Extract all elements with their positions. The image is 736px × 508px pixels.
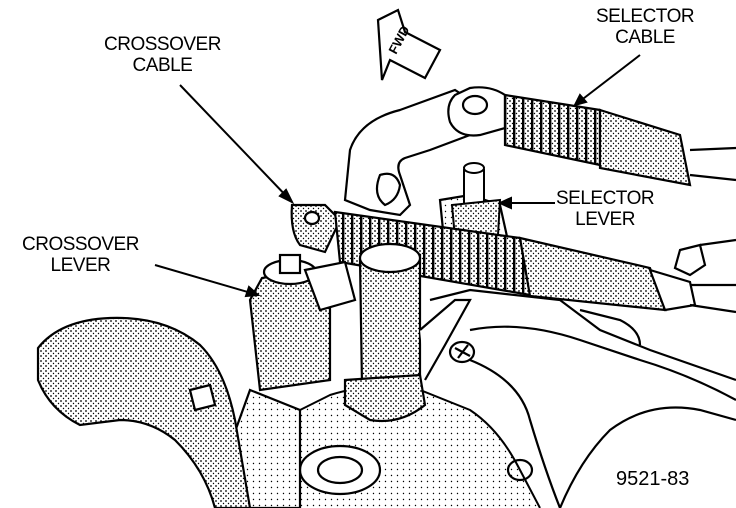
crossover-cable-label-line2: CABLE	[132, 55, 193, 76]
crossover-lever-label-line2: LEVER	[50, 255, 111, 276]
leader-lines	[154, 54, 641, 298]
transmission-housing	[286, 238, 736, 508]
leader-crossover-lever	[154, 264, 259, 296]
shift-shaft	[343, 242, 472, 423]
selector-lever-label-line1: SELECTOR	[556, 188, 655, 209]
crossover-cable-label-line1: CROSSOVER	[104, 34, 221, 55]
fwd-arrow	[376, 8, 442, 81]
selector-cable-label: SELECTOR CABLE	[596, 6, 695, 48]
crossover-lever-label-line1: CROSSOVER	[22, 234, 139, 255]
leader-selector-cable	[574, 54, 641, 106]
crossover-lever	[230, 253, 357, 508]
selector-cable-label-line2: CABLE	[615, 27, 675, 48]
crossover-lever-label: CROSSOVER LEVER	[22, 234, 139, 276]
selector-cable	[447, 86, 736, 187]
figure-number: 9521-83	[616, 468, 690, 490]
crossover-cable	[290, 203, 736, 314]
selector-lever-label: SELECTOR LEVER	[556, 188, 655, 230]
crossover-cable-label: CROSSOVER CABLE	[104, 34, 221, 76]
leader-crossover-cable	[179, 84, 293, 203]
fwd-arrow-label: FWD	[385, 23, 412, 56]
shifter-boot	[36, 316, 252, 508]
selector-cable-label-line1: SELECTOR	[596, 6, 695, 27]
selector-lever-label-line2: LEVER	[575, 209, 635, 230]
